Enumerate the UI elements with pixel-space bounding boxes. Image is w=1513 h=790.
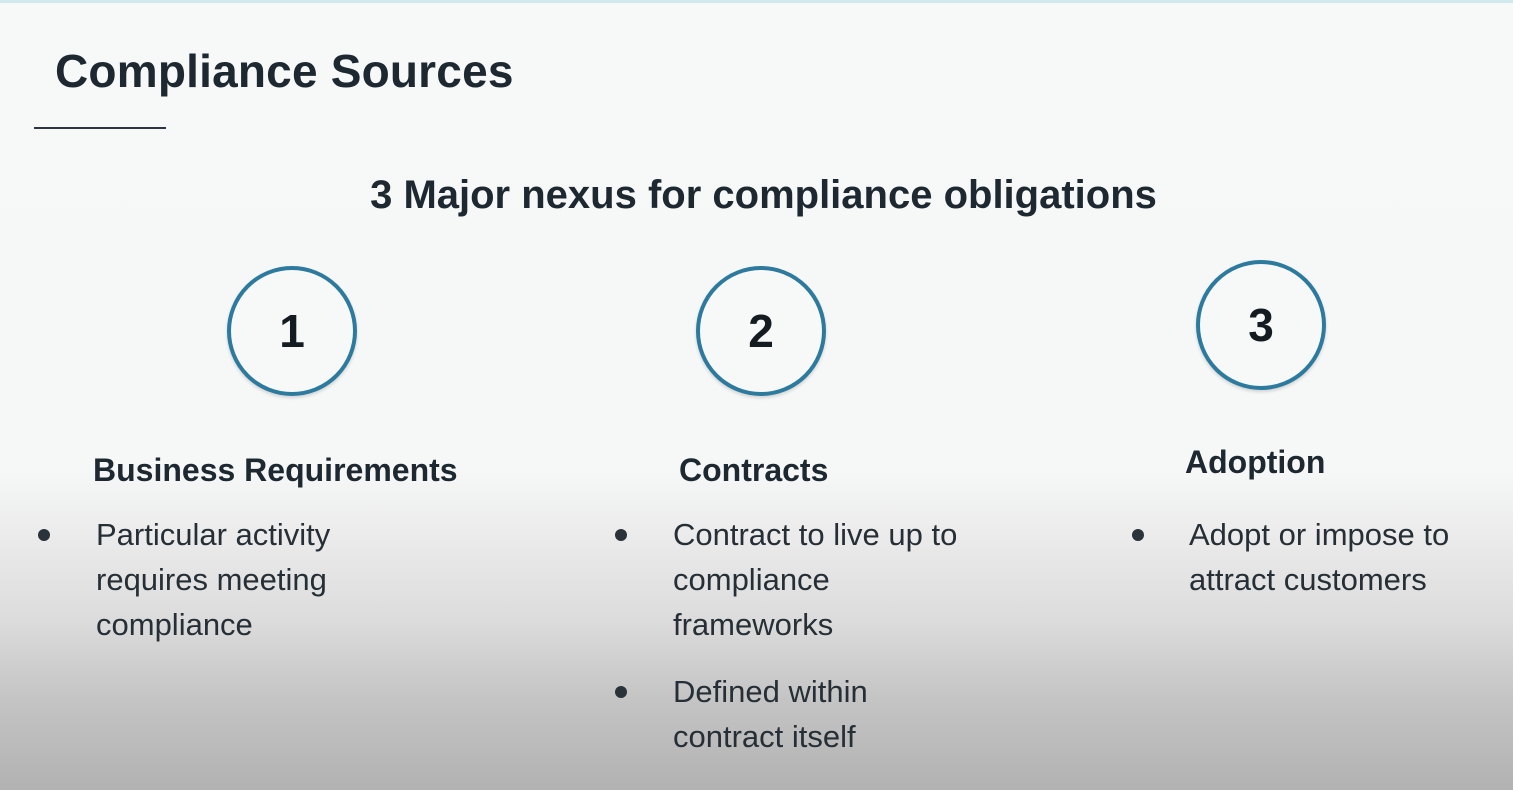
column-heading: Business Requirements: [93, 452, 458, 488]
page-title: Compliance Sources: [55, 45, 514, 97]
column-heading: Adoption: [1185, 444, 1326, 480]
bullet-text: Adopt or impose to attract customers: [1189, 517, 1450, 597]
top-strip: [0, 0, 1513, 3]
list-item: Contract to live up to compliance framew…: [615, 512, 995, 647]
slide-subtitle: 3 Major nexus for compliance obligations: [370, 173, 1157, 217]
column-contracts: 2 Contracts Contract to live up to compl…: [615, 266, 995, 781]
bullet-text: Defined within contract itself: [673, 674, 868, 754]
bullet-icon: [1132, 529, 1144, 541]
list-item: Particular activity requires meeting com…: [38, 512, 438, 647]
bullet-icon: [615, 529, 627, 541]
list-item: Adopt or impose to attract customers: [1132, 512, 1482, 602]
number-badge: 1: [227, 266, 357, 396]
bullet-list: Contract to live up to compliance framew…: [615, 512, 995, 781]
bullet-list: Adopt or impose to attract customers: [1132, 512, 1482, 624]
title-underline: [34, 127, 166, 129]
list-item: Defined within contract itself: [615, 669, 995, 759]
bullet-text: Particular activity requires meeting com…: [96, 517, 331, 642]
number-badge: 2: [696, 266, 826, 396]
column-heading: Contracts: [679, 452, 829, 488]
bullet-icon: [38, 529, 50, 541]
column-business-requirements: 1 Business Requirements Particular activ…: [0, 0, 500, 790]
bullet-text: Contract to live up to compliance framew…: [673, 517, 958, 642]
bullet-list: Particular activity requires meeting com…: [38, 512, 438, 669]
number-badge: 3: [1196, 260, 1326, 390]
bullet-icon: [615, 686, 627, 698]
